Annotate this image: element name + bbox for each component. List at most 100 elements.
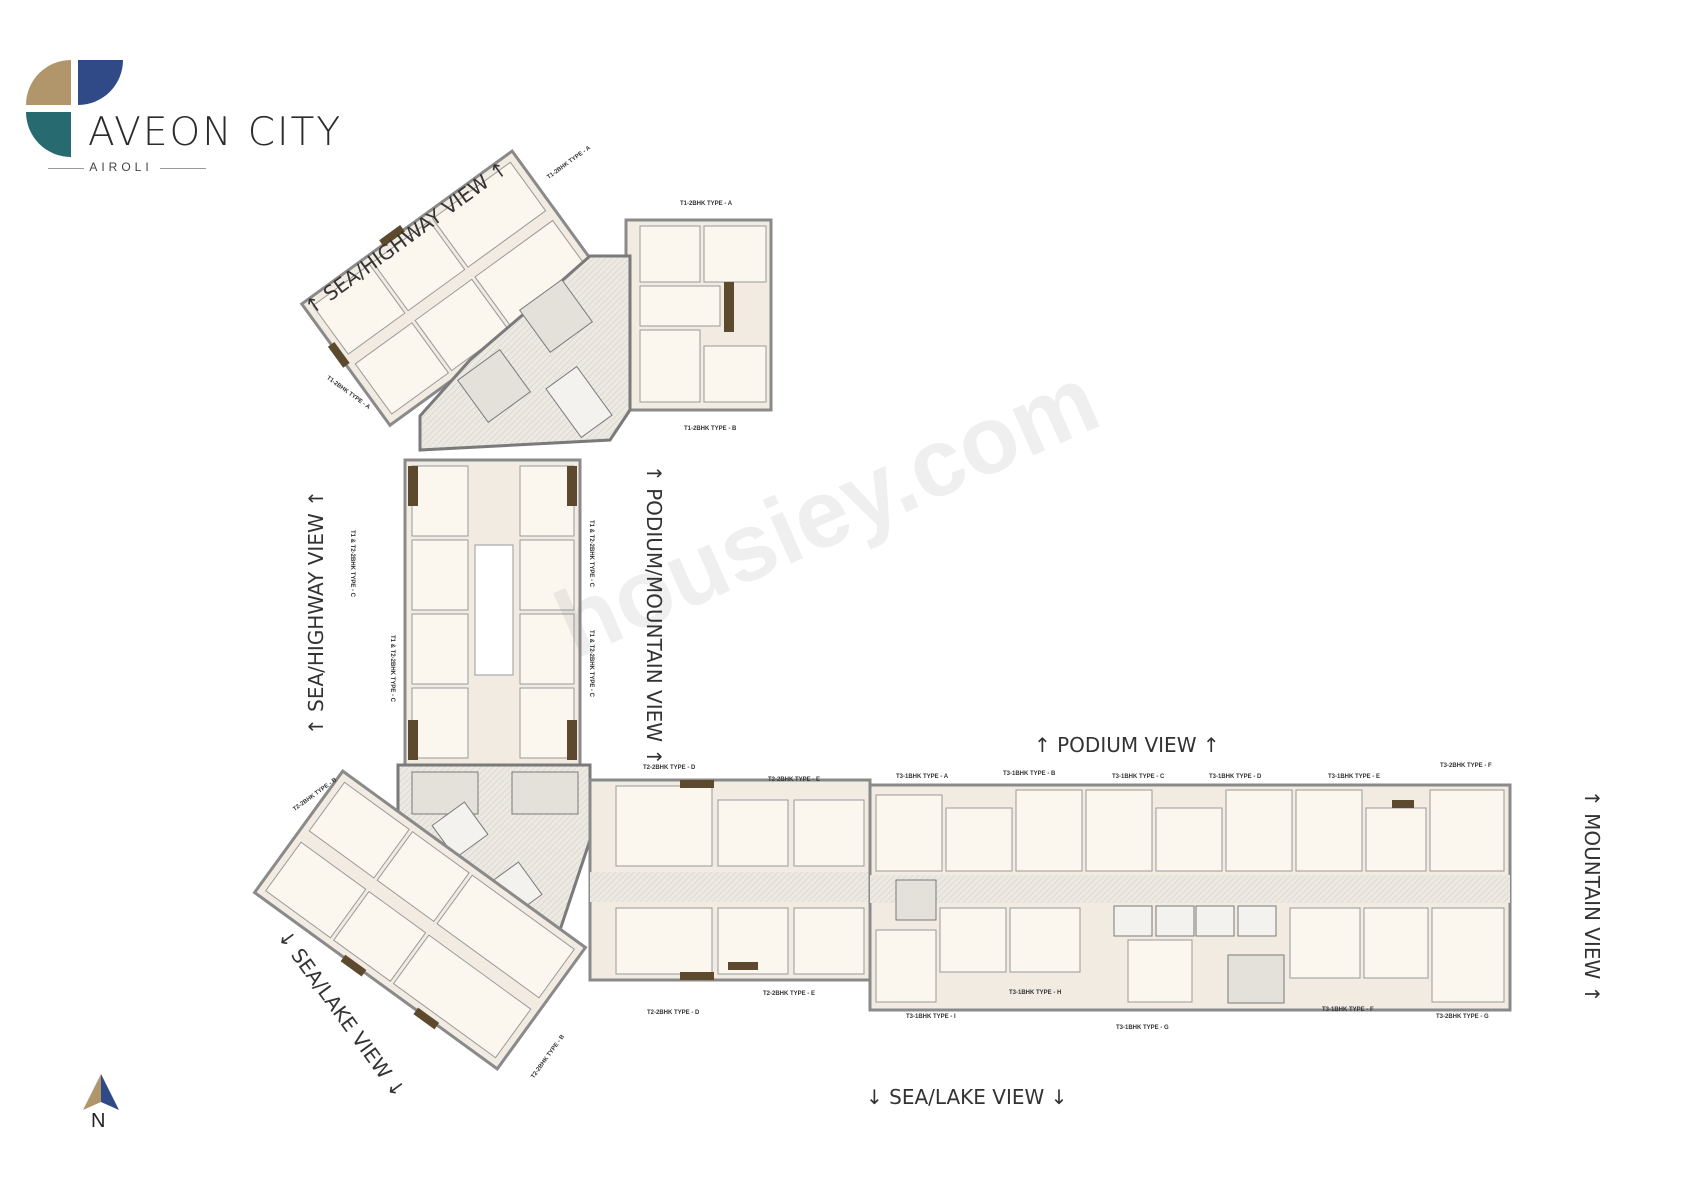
aveon-logo-mark [26, 60, 123, 157]
unit-block [354, 322, 450, 415]
unit-block [1431, 907, 1505, 1003]
unit-block [1363, 907, 1429, 979]
unit-block [519, 465, 575, 537]
arrow-down-icon: ↓ [866, 1085, 883, 1109]
unit-label: T3-1BHK TYPE - B [1003, 771, 1056, 777]
unit-label: T2-2BHK TYPE - E [768, 777, 821, 783]
unit-label: T2-2BHK TYPE - D [647, 1010, 700, 1016]
unit-label: T2-2BHK TYPE - E [763, 991, 816, 997]
lift-shaft [1237, 905, 1277, 937]
unit-block [793, 907, 865, 975]
unit-label: T3-1BHK TYPE - E [1328, 774, 1381, 780]
view-label-podium: ↑ PODIUM VIEW ↑ [1034, 733, 1220, 757]
unit-block [703, 225, 767, 283]
corridor [870, 875, 1510, 903]
balcony [680, 972, 714, 980]
unit-block [312, 263, 406, 355]
unit-block [875, 794, 943, 872]
north-arrow-icon [83, 1074, 119, 1110]
unit-block [703, 345, 767, 403]
unit-block [639, 285, 721, 327]
unit-block [519, 539, 575, 611]
wing-horizontal-t2 [588, 778, 872, 982]
view-label-bottom: ↓ SEA/LAKE VIEW ↓ [866, 1085, 1067, 1109]
unit-block [431, 161, 547, 268]
view-label-right: ↑ MOUNTAIN VIEW ↑ [1580, 790, 1604, 1002]
balcony [1392, 800, 1414, 808]
brand-divider-left [48, 168, 84, 169]
unit-label: T1 & T2-2BHK TYPE - C [349, 530, 355, 598]
lift-shaft [1113, 905, 1153, 937]
arrow-up-icon: ↑ [642, 465, 666, 482]
unit-block [392, 934, 532, 1059]
arrow-up-icon: ↑ [1034, 733, 1051, 757]
stair-core [456, 348, 532, 424]
core-connector [418, 254, 632, 452]
unit-block [1225, 789, 1293, 872]
unit-block [615, 785, 713, 867]
view-label-center: ↑ PODIUM/MOUNTAIN VIEW ↑ [642, 465, 666, 765]
north-label: N [91, 1110, 106, 1132]
unit-label: T2-2BHK TYPE - D [643, 765, 696, 771]
unit-block [717, 799, 789, 867]
view-label-text: SEA/HIGHWAY VIEW [304, 513, 328, 712]
view-label-text: MOUNTAIN VIEW [1580, 813, 1604, 980]
arrow-down-icon: ↓ [1050, 1085, 1068, 1109]
stair-core [511, 771, 579, 815]
central-lightwell [474, 544, 514, 676]
unit-label: T3-1BHK TYPE - D [1209, 774, 1262, 780]
stair-core [895, 879, 937, 921]
unit-block [308, 781, 410, 879]
lift-shaft [545, 365, 613, 439]
unit-block [939, 907, 1007, 973]
unit-block [376, 831, 470, 923]
arrow-up-icon: ↑ [304, 490, 328, 507]
unit-block [1429, 789, 1505, 872]
balcony [379, 224, 405, 247]
unit-label: T3-1BHK TYPE - I [906, 1014, 956, 1020]
unit-label: T3-2BHK TYPE - G [1436, 1014, 1489, 1020]
brand-name: AVEON CITY [88, 110, 343, 155]
lift-shaft [431, 801, 489, 859]
wing-vertical-center [403, 458, 582, 767]
view-label-text: PODIUM/MOUNTAIN VIEW [642, 488, 666, 743]
unit-block [411, 613, 469, 685]
arrow-up-icon: ↑ [642, 748, 666, 766]
wing-horizontal-t3 [868, 783, 1512, 1012]
unit-block [1009, 907, 1081, 973]
logo-gold-quarter [26, 60, 71, 105]
unit-block [519, 613, 575, 685]
stair-core [1227, 954, 1285, 1004]
unit-label: T3-1BHK TYPE - A [896, 774, 949, 780]
lift-shaft [1195, 905, 1235, 937]
unit-block [332, 890, 427, 982]
unit-block [1295, 789, 1363, 872]
unit-label: T3-2BHK TYPE - F [1440, 763, 1492, 769]
unit-block [945, 807, 1013, 872]
view-label-text: SEA/LAKE VIEW [889, 1085, 1045, 1109]
unit-label: T3-1BHK TYPE - H [1009, 990, 1062, 996]
arrow-up-icon: ↑ [1202, 733, 1220, 757]
unit-block [1127, 939, 1193, 1003]
logo-teal-quarter [26, 112, 71, 157]
unit-block [411, 465, 469, 537]
unit-block [1015, 789, 1083, 872]
unit-label: T1-2BHK TYPE - B [684, 426, 737, 432]
unit-block [411, 687, 469, 759]
unit-block [1365, 807, 1427, 872]
balcony [724, 282, 734, 332]
unit-label: T3-1BHK TYPE - G [1116, 1025, 1169, 1031]
balcony [408, 720, 418, 760]
balcony [327, 342, 350, 368]
unit-block [639, 329, 701, 403]
unit-block [411, 539, 469, 611]
balcony [340, 954, 367, 977]
balcony [413, 1007, 440, 1030]
unit-block [372, 220, 466, 312]
wing-top-left-diagonal [299, 148, 603, 428]
unit-block [639, 225, 701, 283]
stair-core [518, 278, 594, 354]
brand-location: AIROLI [89, 160, 153, 174]
balcony [567, 720, 577, 760]
